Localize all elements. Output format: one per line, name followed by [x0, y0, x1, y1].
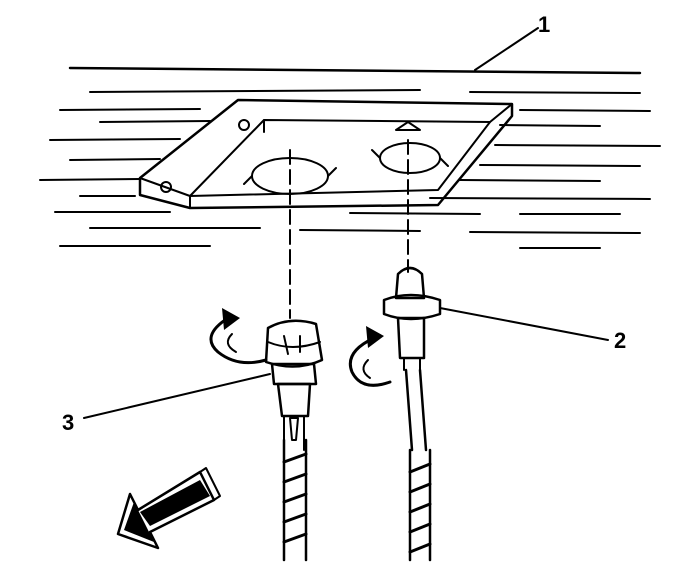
bulb-socket-right: [382, 266, 442, 562]
bracket-hole-top: [238, 119, 250, 131]
pull-direction-arrow-icon: [116, 467, 221, 550]
bulb-socket-left: [264, 319, 324, 562]
lamp-bracket: [138, 98, 514, 210]
callout-1-label: 1: [538, 12, 550, 37]
callout-2-label: 2: [614, 328, 626, 353]
panel-surface: [39, 66, 661, 249]
callout-leaders: [83, 27, 609, 419]
alignment-lines: [289, 139, 409, 319]
bracket-hole-left: [160, 181, 172, 193]
rotation-arrow-left-icon: [209, 308, 268, 365]
callout-3-label: 3: [62, 410, 74, 435]
socket-hole-right: [371, 121, 449, 174]
rotation-arrow-right-icon: [348, 326, 392, 387]
panel-hatching: [39, 89, 661, 249]
